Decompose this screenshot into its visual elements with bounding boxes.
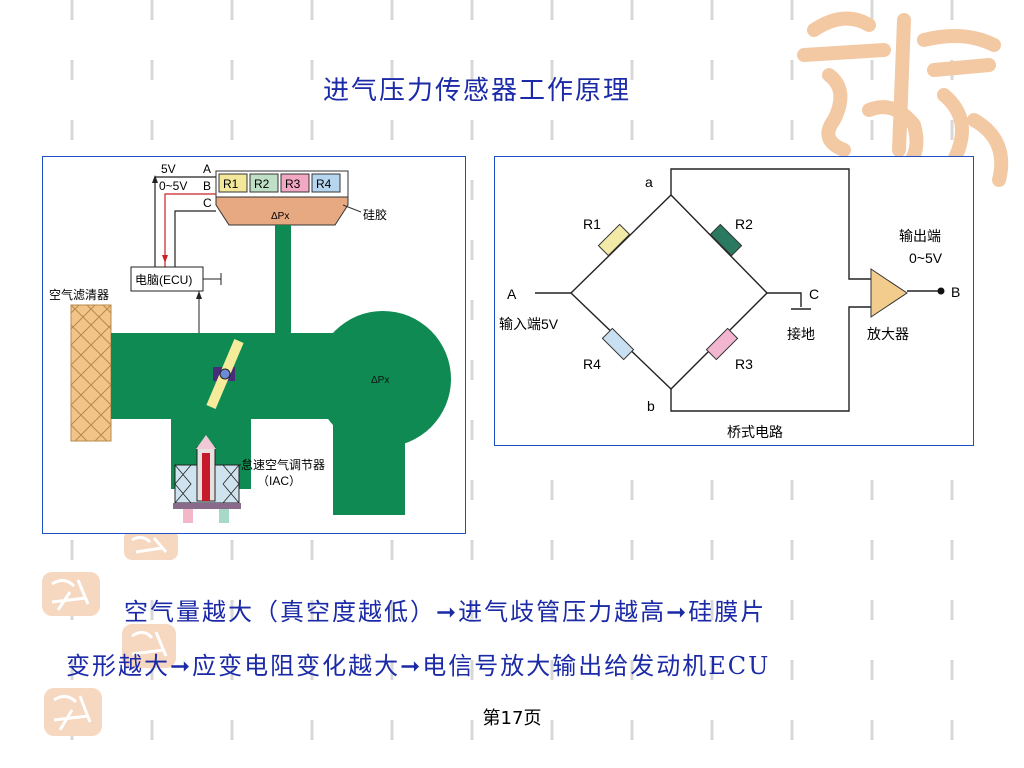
delta-px-chamber-label: ΔPx: [371, 375, 389, 386]
resistor-r1: [218, 173, 248, 193]
bridge-resistor-r1: [597, 223, 631, 257]
resistor-r4: [311, 173, 341, 193]
label-output-range: 0~5V: [909, 250, 943, 266]
resistor-label-r1: R1: [223, 177, 239, 191]
label-5v: 5V: [161, 162, 176, 176]
seal-stamp-icon: [44, 688, 102, 736]
label-r2: R2: [735, 216, 753, 232]
label-bridge: 桥式电路: [727, 424, 783, 440]
calligraphy-watermark: [797, 11, 1009, 187]
label-output: 输出端: [899, 228, 941, 244]
resistor-label-r4: R4: [316, 177, 332, 191]
air-filter: [70, 304, 112, 442]
label-r1: R1: [583, 216, 601, 232]
resistor-label-r3: R3: [285, 177, 301, 191]
label-output-b: B: [951, 284, 960, 300]
iac-valve: [173, 435, 241, 523]
page-number: 第17页: [482, 708, 542, 729]
throttle-valve: [206, 339, 244, 409]
label-c: C: [203, 196, 212, 210]
resistor-r2: [249, 173, 279, 193]
seal-stamp-icon: [42, 572, 100, 616]
bridge-resistor-r3: [705, 327, 739, 361]
label-r4: R4: [583, 356, 601, 372]
output-terminal: [937, 287, 945, 295]
resistor-r3: [280, 173, 310, 193]
label-ground-c: C: [809, 286, 819, 302]
sensor-structure-diagram: R1 R2 R3 R4 ΔPx 硅胶 5V A 0~5V B C 电脑(ECU)…: [42, 156, 466, 534]
label-b: B: [203, 179, 211, 193]
node-b: b: [647, 398, 655, 414]
iac-label-line2: （IAC）: [257, 474, 301, 488]
resistor-label-r2: R2: [254, 177, 270, 191]
label-r3: R3: [735, 356, 753, 372]
bridge-resistor-r2: [709, 223, 743, 257]
body-text-line2: 变形越大➞应变电阻变化越大➞电信号放大输出给发动机ECU: [66, 652, 771, 680]
label-ground: 接地: [787, 326, 815, 342]
label-input: 输入端5V: [499, 316, 559, 332]
label-a: A: [203, 162, 211, 176]
label-amplifier: 放大器: [867, 326, 909, 342]
bridge-circuit-diagram: a b R1 R2 R4 R3 A 输入端5V C 接地 输出端 0~5V B …: [494, 156, 974, 446]
seal-stamp-icon: [122, 624, 176, 668]
label-input-a: A: [507, 286, 517, 302]
label-range: 0~5V: [159, 179, 187, 193]
iac-label-line1: 怠速空气调节器: [241, 457, 325, 472]
ecu-label: 电脑(ECU): [135, 273, 192, 287]
silicone-label: 硅胶: [363, 207, 387, 222]
slide-title: 进气压力传感器工作原理: [322, 76, 631, 106]
seal-stamp-icon: [124, 530, 178, 560]
amplifier-triangle: [870, 268, 908, 318]
air-filter-label: 空气滤清器: [49, 287, 109, 302]
bridge-resistor-r4: [601, 327, 635, 361]
body-text-line1: 空气量越大（真空度越低）➞进气歧管压力越高➞硅膜片: [124, 598, 767, 626]
node-a: a: [645, 174, 653, 190]
delta-px-label: ΔPx: [271, 211, 289, 222]
